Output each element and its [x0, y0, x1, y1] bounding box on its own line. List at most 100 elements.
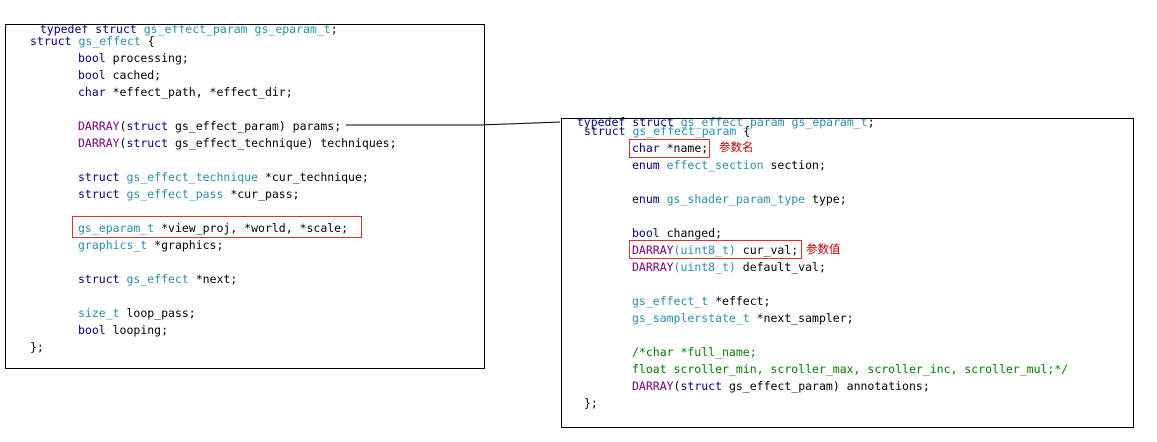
highlight-eparams [72, 216, 362, 238]
field-graphics: graphics_t *graphics; [78, 237, 223, 254]
keyword: struct [126, 119, 169, 133]
field-text: looping; [105, 323, 169, 337]
field-name: char *name; [632, 140, 708, 157]
keyword: struct [126, 136, 169, 150]
field-text: ) annotations; [832, 379, 930, 393]
type-name: effect_section [659, 158, 764, 172]
left-struct-open: struct gs_effect { [30, 33, 155, 50]
type-name: gs_shader_param_type [659, 192, 806, 206]
keyword: struct [584, 124, 626, 138]
macro: DARRAY [78, 136, 120, 150]
field-next: struct gs_effect *next; [78, 271, 237, 288]
field-cur-val: DARRAY(uint8_t) cur_val; [632, 242, 798, 259]
field-text: *cur_technique; [258, 170, 369, 184]
field-techniques: DARRAY(struct gs_effect_technique) techn… [78, 135, 397, 152]
type-name: gs_effect_technique [168, 136, 307, 150]
field-cached: bool cached; [78, 67, 161, 84]
field-looping: bool looping; [78, 322, 168, 339]
type-name: graphics_t [78, 238, 148, 252]
field-loop-pass: size_t loop_pass; [78, 305, 196, 322]
keyword: enum [632, 192, 660, 206]
field-default-val: DARRAY(uint8_t) default_val; [632, 259, 826, 276]
keyword: bool [78, 51, 106, 65]
type-name: gs_effect_t [632, 294, 709, 308]
note-param-name: 参数名 [719, 140, 754, 154]
highlight-cur-val [629, 240, 802, 259]
type-name: gs_effect_param [168, 119, 279, 133]
field-cur-pass: struct gs_effect_pass *cur_pass; [78, 186, 300, 203]
right-struct-close: }; [584, 396, 598, 410]
comment-full-name: /*char *full_name; [632, 345, 757, 359]
macro: DARRAY [632, 379, 674, 393]
field-text: changed; [659, 226, 723, 240]
field-annotations: DARRAY(struct gs_effect_param) annotatio… [632, 378, 930, 395]
field-text: cur_val; [735, 243, 799, 257]
keyword: bool [78, 68, 106, 82]
field-text: *next_sampler; [749, 311, 854, 325]
punct: { [736, 124, 751, 138]
note-param-value: 参数值 [806, 242, 841, 256]
type-name: gs_eparam_t [78, 221, 155, 235]
keyword: bool [78, 323, 106, 337]
comment-scroller: float scroller_min, scroller_max, scroll… [632, 362, 1069, 376]
field-text: section; [763, 158, 826, 172]
keyword: struct [78, 187, 120, 201]
type-name: size_t [78, 306, 120, 320]
field-text: default_val; [735, 260, 826, 274]
punct: ; [330, 22, 338, 36]
keyword: typedef [39, 22, 89, 36]
field-cur-technique: struct gs_effect_technique *cur_techniqu… [78, 169, 369, 186]
field-text: *next; [188, 272, 238, 286]
field-section: enum effect_section section; [632, 157, 826, 174]
type-name: gs_effect [78, 34, 141, 48]
field-effect: gs_effect_t *effect; [632, 293, 770, 310]
keyword: struct [680, 379, 723, 393]
field-next-sampler: gs_samplerstate_t *next_sampler; [632, 310, 854, 327]
field-text: *view_proj, *world, *scale; [154, 221, 349, 235]
field-effect-paths: char *effect_path, *effect_dir; [78, 84, 293, 101]
keyword: char [632, 141, 660, 155]
keyword: struct [78, 272, 120, 286]
keyword: enum [632, 158, 660, 172]
field-eparams: gs_eparam_t *view_proj, *world, *scale; [78, 220, 348, 237]
keyword: struct [95, 22, 137, 36]
keyword: char [78, 85, 106, 99]
punct: ( [119, 119, 127, 133]
field-type: enum gs_shader_param_type type; [632, 191, 847, 208]
field-changed: bool changed; [632, 225, 722, 242]
field-params: DARRAY(struct gs_effect_param) params; [78, 118, 341, 135]
left-typedef-line: typedef struct gs_effect_param gs_eparam… [26, 4, 338, 36]
punct: ; [867, 115, 875, 129]
field-text: type; [805, 192, 847, 206]
type-name: gs_effect_technique [119, 170, 259, 184]
right-struct-box [561, 118, 1134, 428]
macro: DARRAY [632, 260, 674, 274]
field-text: processing; [105, 51, 189, 65]
type-name: (uint8_t) [673, 243, 736, 257]
right-struct-open: struct gs_effect_param { [584, 123, 750, 140]
field-text: ) techniques; [306, 136, 397, 150]
field-processing: bool processing; [78, 50, 189, 67]
type-name: gs_effect_pass [119, 187, 224, 201]
punct: { [140, 34, 155, 48]
field-text: *name; [659, 141, 709, 155]
right-typedef-line: typedef struct gs_effect_param gs_eparam… [563, 97, 875, 129]
macro: DARRAY [632, 243, 674, 257]
punct: ( [119, 136, 127, 150]
field-text: cached; [105, 68, 162, 82]
left-struct-box [5, 24, 485, 369]
type-name: gs_effect_param [632, 124, 737, 138]
type-name: (uint8_t) [673, 260, 736, 274]
field-text: loop_pass; [119, 306, 196, 320]
keyword: bool [632, 226, 660, 240]
keyword: struct [30, 34, 72, 48]
highlight-name [629, 139, 710, 158]
punct: ( [673, 379, 681, 393]
type-name: gs_effect_param [143, 22, 248, 36]
field-text: *cur_pass; [223, 187, 300, 201]
type-name: gs_samplerstate_t [632, 311, 750, 325]
left-struct-close: }; [30, 340, 44, 354]
keyword: struct [78, 170, 120, 184]
field-text: *graphics; [147, 238, 224, 252]
field-text: *effect; [708, 294, 771, 308]
